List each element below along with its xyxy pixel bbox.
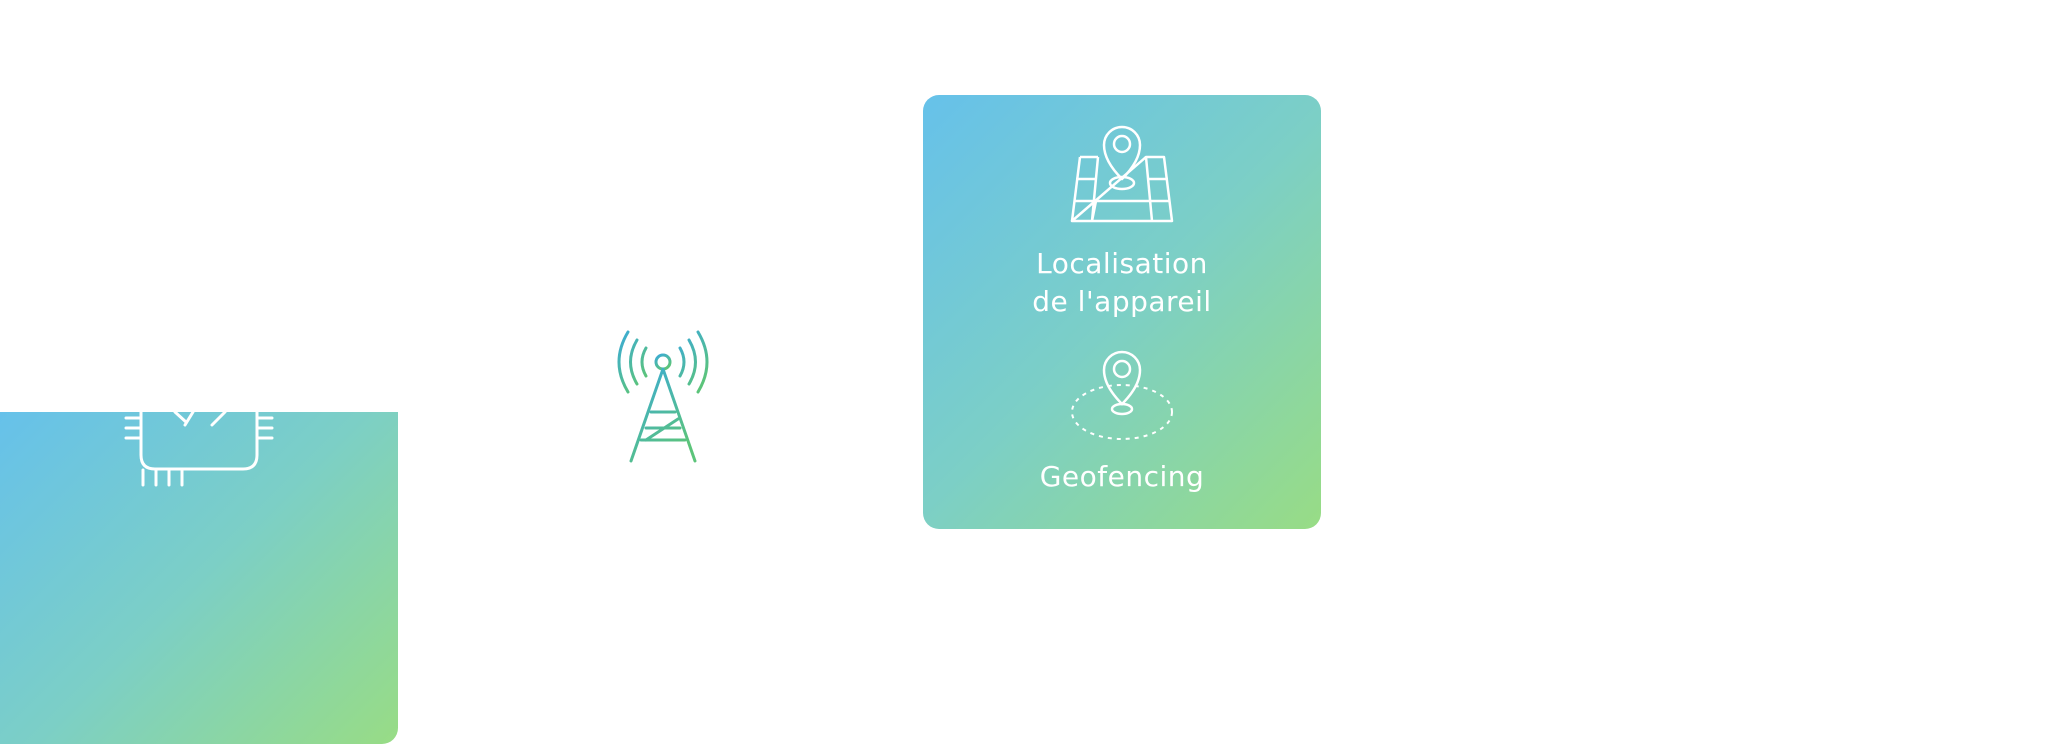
geofencing-label: Geofencing [1039, 460, 1205, 493]
geofence-pin-icon [1071, 350, 1173, 440]
map-pin-icon [1070, 125, 1174, 223]
location-features-card: Localisation de l'appareil Geofencing [923, 95, 1321, 529]
device-location-label-line2: de l'appareil [1032, 285, 1212, 318]
antenna-tower-icon [617, 330, 709, 463]
device-panel [0, 412, 398, 744]
chip-icon [124, 380, 274, 487]
device-location-label: Localisation [1036, 247, 1208, 280]
